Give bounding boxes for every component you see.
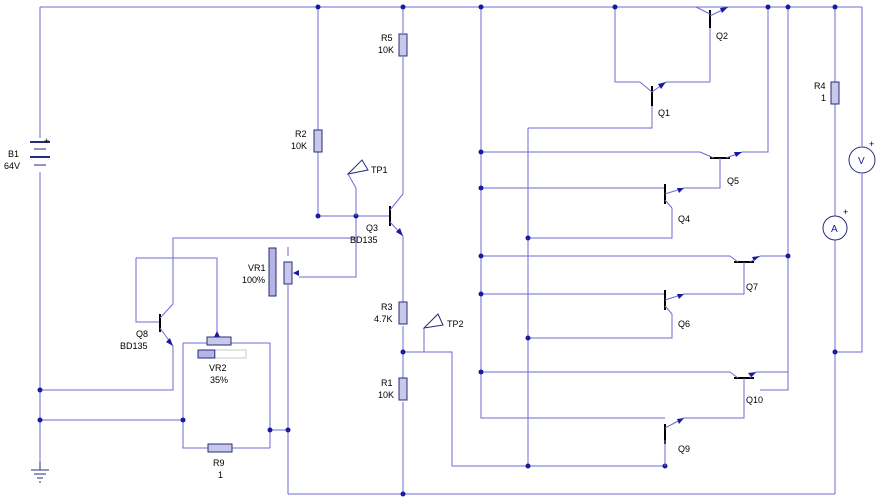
vr1-value-label: 100% [242, 275, 265, 285]
q4-ref-label: Q4 [678, 214, 690, 224]
resistor-r3: R3 4.7K [374, 301, 408, 325]
transistor-q2: Q2 [695, 6, 729, 41]
r9-ref-label: R9 [213, 458, 225, 468]
test-point-tp2: TP2 [422, 313, 464, 352]
vr2-level-fill [197, 349, 216, 359]
transistor-q7: Q7 [729, 255, 761, 292]
ammeter: A + [822, 207, 848, 241]
ammeter-plus-sign: + [843, 207, 848, 217]
r5-ref-label: R5 [381, 33, 393, 43]
r2-value-label: 10K [291, 141, 307, 151]
ammeter-symbol: A [831, 224, 838, 235]
r1-value-label: 10K [378, 390, 394, 400]
battery-ref-label: B1 [8, 149, 19, 159]
r9-value-label: 1 [218, 470, 223, 480]
q7-ref-label: Q7 [746, 282, 758, 292]
resistor-r1: R1 10K [378, 377, 408, 401]
voltmeter-symbol: V [858, 156, 865, 167]
potentiometer-vr1: VR1 100% [242, 247, 299, 297]
junctions [37, 4, 838, 497]
q5-ref-label: Q5 [727, 176, 739, 186]
resistor-r9: R9 1 [207, 443, 233, 480]
r4-ref-label: R4 [814, 81, 826, 91]
q6-ref-label: Q6 [678, 319, 690, 329]
potentiometer-vr2: VR2 35% [197, 331, 247, 385]
vr1-ref-label: VR1 [248, 263, 266, 273]
q8-ref-label: Q8 [136, 329, 148, 339]
resistor-r2: R2 10K [291, 129, 323, 153]
resistor-r5: R5 10K [378, 33, 408, 57]
r1-ref-label: R1 [381, 378, 393, 388]
q1-ref-label: Q1 [658, 108, 670, 118]
transistor-q10: Q10 [729, 371, 763, 405]
vr2-ref-label: VR2 [209, 363, 227, 373]
transistor-q9: Q9 [664, 417, 690, 466]
q2-ref-label: Q2 [716, 31, 728, 41]
transistor-q5: Q5 [699, 151, 743, 186]
r3-value-label: 4.7K [374, 314, 393, 324]
q3-value-label: BD135 [350, 235, 378, 245]
ground-symbol [31, 462, 49, 483]
q3-ref-label: Q3 [366, 223, 378, 233]
transistor-q3: Q3 BD135 [350, 193, 404, 245]
r5-value-label: 10K [378, 45, 394, 55]
tp2-label: TP2 [447, 319, 464, 329]
r2-ref-label: R2 [295, 129, 307, 139]
q9-ref-label: Q9 [678, 444, 690, 454]
wires [39, 6, 863, 495]
r3-ref-label: R3 [381, 302, 393, 312]
voltmeter-plus-sign: + [869, 139, 874, 149]
r4-value-label: 1 [821, 93, 826, 103]
transistor-q4: Q4 [664, 184, 690, 224]
tp1-label: TP1 [371, 165, 388, 175]
q10-ref-label: Q10 [746, 395, 763, 405]
test-point-tp1: TP1 [346, 159, 388, 216]
transistor-q1: Q1 [639, 81, 670, 118]
transistor-q6: Q6 [664, 290, 690, 329]
battery-value-label: 64V [4, 161, 20, 171]
voltmeter: V + [848, 139, 876, 174]
battery-plus-sign: + [44, 136, 49, 146]
resistor-r4: R4 1 [814, 81, 840, 105]
battery-b1: + B1 64V [4, 136, 50, 171]
transistor-q8: Q8 BD135 [120, 303, 174, 351]
q8-value-label: BD135 [120, 341, 148, 351]
vr2-value-label: 35% [210, 375, 228, 385]
